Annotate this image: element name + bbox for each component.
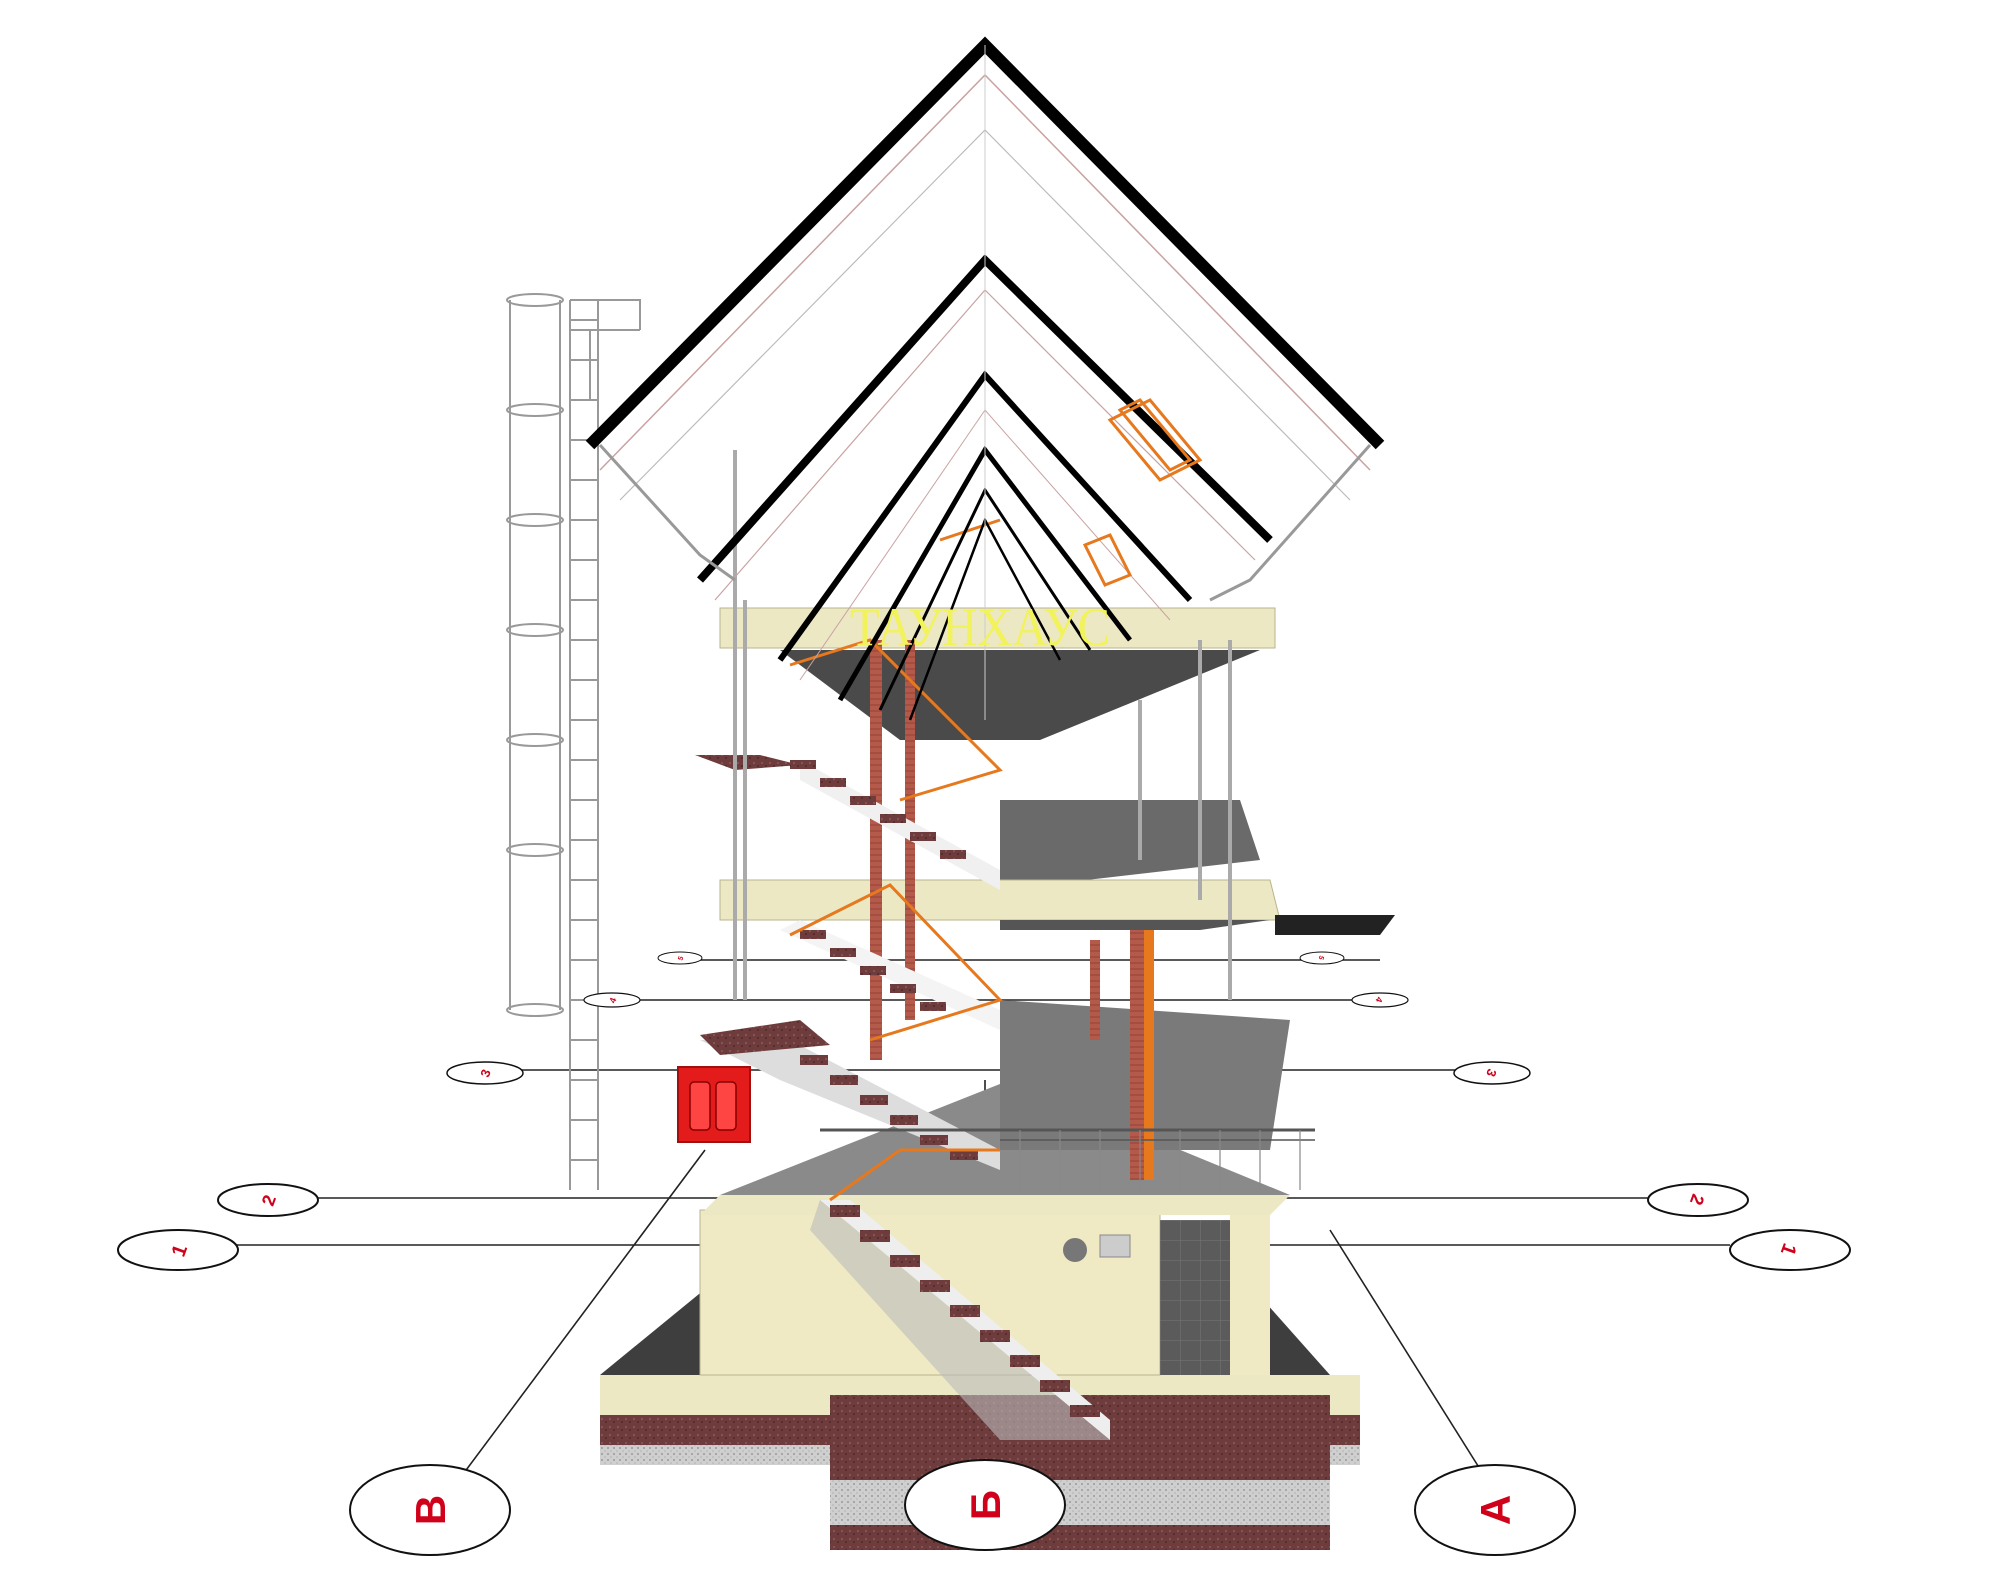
- axis-marker-4-left: 4: [583, 992, 641, 1008]
- axis-marker-a-label: А: [1472, 1495, 1519, 1525]
- axis-marker-1-right: 1: [1729, 1229, 1851, 1271]
- roof-hatches: [1082, 398, 1203, 587]
- axis-marker-1-left: 1: [117, 1229, 239, 1271]
- axis-marker-5-right: 5: [1299, 951, 1345, 965]
- floor-slabs: [700, 607, 1395, 1215]
- axis-marker-v: В: [349, 1464, 511, 1556]
- axis-marker-3-left: 3: [446, 1061, 524, 1085]
- fire-escape-ladder: [506, 293, 641, 1190]
- axis-marker-2-right: 2: [1647, 1183, 1749, 1217]
- axis-marker-4-left-label: 4: [607, 996, 618, 1004]
- fire-cabinet: [677, 1066, 751, 1143]
- axis-marker-2-left: 2: [217, 1183, 319, 1217]
- axis-marker-5-left-label: 5: [677, 955, 685, 961]
- axis-marker-5-right-label: 5: [1317, 954, 1325, 960]
- axis-marker-3-right: 3: [1453, 1061, 1531, 1085]
- roof: [585, 36, 1385, 721]
- axis-marker-3-left-label: 3: [477, 1067, 494, 1079]
- railings: [789, 518, 1315, 1202]
- axis-marker-5-left: 5: [657, 951, 703, 965]
- watermark-text: ТАУНХАУС: [850, 597, 1110, 657]
- axis-marker-b-label: Б: [962, 1490, 1009, 1520]
- axis-marker-4-right: 4: [1351, 992, 1409, 1008]
- axis-marker-b: Б: [904, 1459, 1066, 1551]
- axis-marker-4-right-label: 4: [1374, 996, 1385, 1004]
- axis-marker-3-right-label: 3: [1483, 1067, 1500, 1079]
- axis-marker-a: А: [1414, 1464, 1576, 1556]
- staircases: [695, 755, 1110, 1440]
- axis-marker-v-label: В: [407, 1495, 454, 1525]
